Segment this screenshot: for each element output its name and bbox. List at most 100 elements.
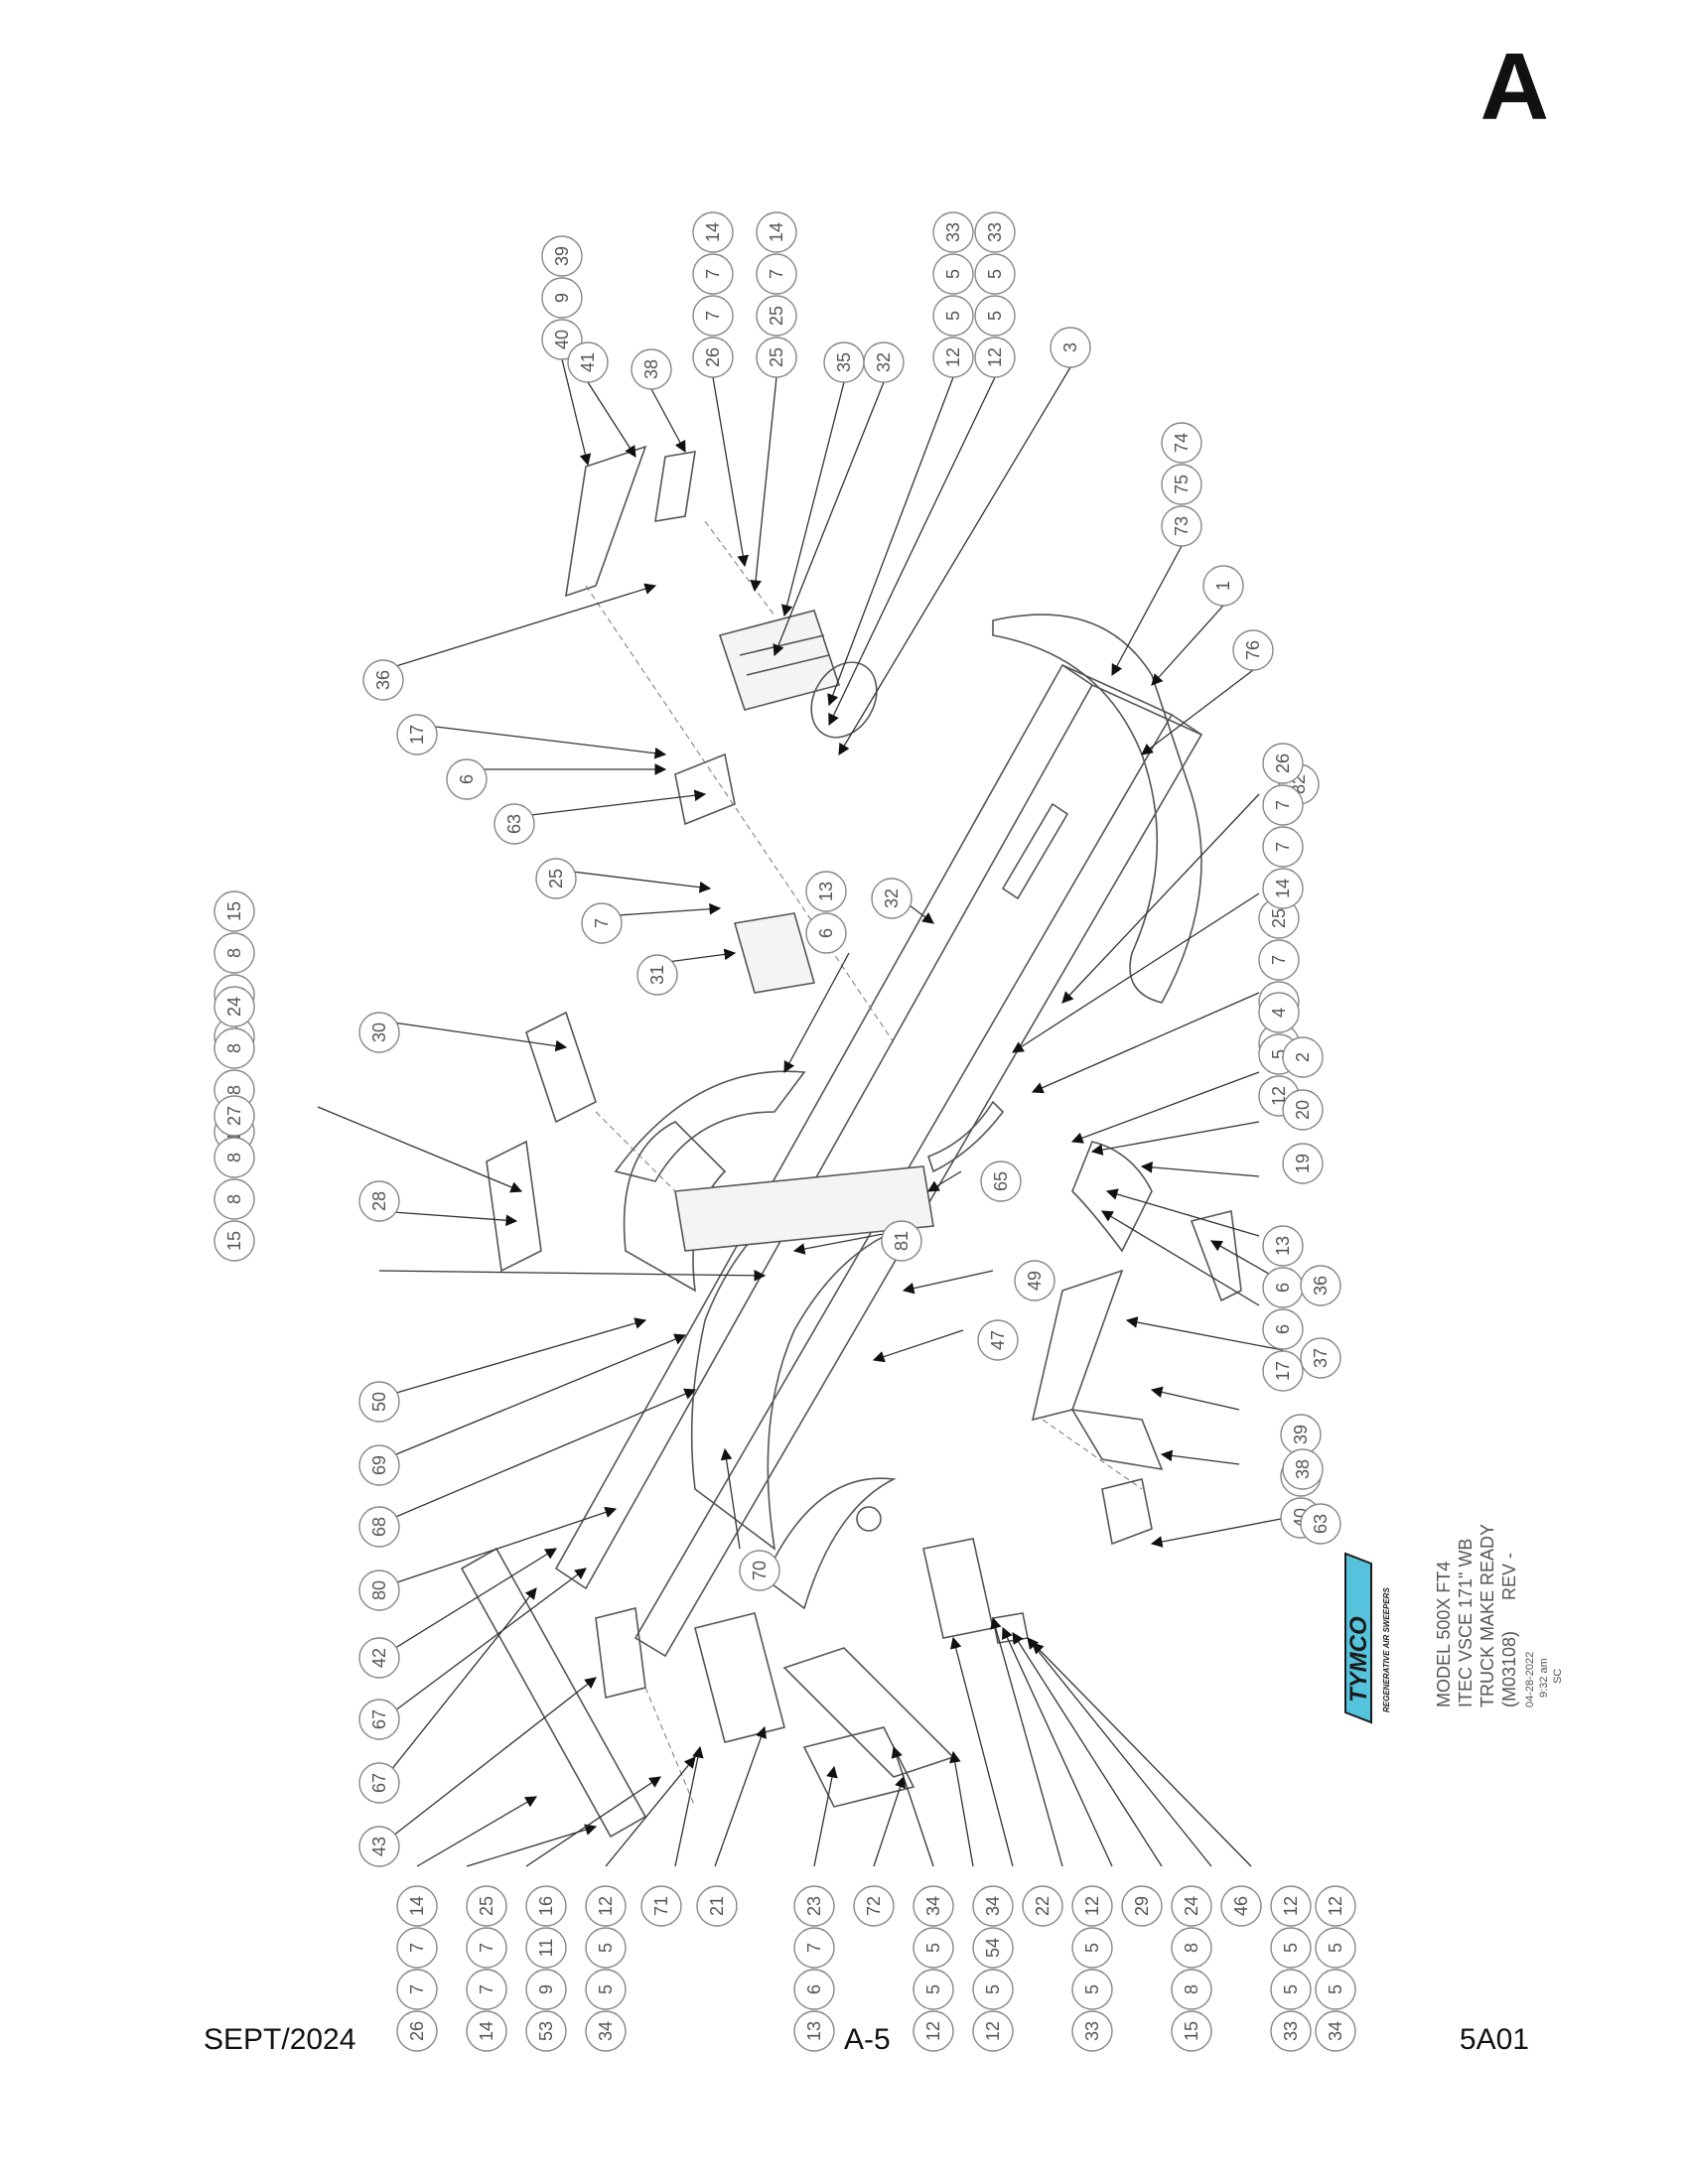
callout-group-c68: 46 (1220, 1885, 1262, 1927)
callout-group-c10: 3 (1050, 327, 1091, 368)
callout-number: 5 (1326, 1984, 1345, 1994)
title-line-make-ready: TRUCK MAKE READY (1477, 1524, 1497, 1707)
callout-balloon (1262, 868, 1304, 909)
callout-balloon (913, 1885, 954, 1927)
callout-balloon (525, 1885, 567, 1927)
callout-balloon (1071, 1927, 1113, 1969)
callout-balloon (805, 871, 847, 912)
callout-balloon (805, 912, 847, 954)
callout-balloon (1262, 1308, 1304, 1350)
callout-number: 14 (703, 222, 723, 242)
assembly-line-3 (595, 1111, 676, 1192)
callout-balloon (932, 211, 974, 253)
callout-number: 4 (1269, 1008, 1289, 1018)
callout-balloon (525, 1969, 567, 2010)
rear-fender-outer (690, 1170, 925, 1551)
callout-balloon (466, 2010, 507, 2052)
callout-balloon (213, 1027, 255, 1069)
title-block: TYMCO REGENERATIVE AIR SWEEPERS MODEL 50… (1344, 1524, 1564, 1724)
callout-number: 7 (407, 1984, 427, 1994)
callout-number: 5 (943, 269, 963, 279)
callout-group-c2: 41 (567, 341, 609, 383)
callout-number: 63 (1311, 1514, 1331, 1534)
callout-number: 43 (369, 1837, 389, 1856)
callout-balloon (213, 890, 255, 932)
callout-balloon (213, 1095, 255, 1137)
callout-number: 7 (703, 311, 723, 321)
callout-number: 8 (1182, 1984, 1201, 1994)
callout-number: 32 (874, 352, 894, 372)
callout-number: 7 (1273, 842, 1293, 852)
callout-balloon (358, 1381, 400, 1423)
footer-doc-code: 5A01 (1459, 2023, 1529, 2056)
callout-number: 25 (546, 869, 566, 888)
callout-number: 7 (477, 1943, 496, 1953)
callout-number: 40 (552, 330, 572, 349)
callout-balloon (1171, 1969, 1212, 2010)
callout-balloon (213, 1220, 255, 1262)
callout-balloon (692, 295, 734, 337)
callout-number: 6 (816, 928, 836, 938)
callout-number: 22 (1033, 1896, 1053, 1916)
callout-balloon (696, 1885, 738, 1927)
callout-number: 17 (1273, 1361, 1293, 1381)
callout-number: 5 (923, 1943, 943, 1953)
tymco-logo: TYMCO REGENERATIVE AIR SWEEPERS (1344, 1552, 1391, 1724)
callout-balloon (1161, 464, 1202, 505)
rear-lower-plate (802, 1726, 915, 1808)
callout-number: 7 (767, 269, 786, 279)
callout-number: 14 (1273, 879, 1293, 898)
callout-balloon (396, 2010, 438, 2052)
callout-number: 1 (1213, 581, 1233, 591)
callout-balloon (863, 341, 905, 383)
callout-number: 25 (477, 1896, 496, 1916)
callout-group-c47: 63 (1300, 1503, 1341, 1545)
exploded-parts-drawing (460, 445, 1242, 1839)
callout-group-c14: 36 (362, 659, 404, 701)
callout-balloon (1300, 1503, 1341, 1545)
callout-number: 74 (1172, 433, 1192, 453)
air-tube (1071, 1141, 1153, 1253)
callout-group-c46: 68 (358, 1506, 400, 1548)
callout-balloon (585, 1885, 627, 1927)
callout-balloon (1014, 1260, 1055, 1301)
callout-balloon (213, 932, 255, 974)
callout-number: 5 (983, 1984, 1003, 1994)
callout-number: 73 (1172, 516, 1192, 536)
callout-number: 9 (552, 293, 572, 303)
callout-group-c50: 42 (358, 1637, 400, 1679)
title-line-model: MODEL 500X FT4 (1434, 1562, 1454, 1707)
callout-group-c20: 7 (581, 902, 623, 944)
callout-number: 37 (1311, 1348, 1331, 1368)
footer-date: SEPT/2024 (204, 2023, 356, 2056)
callout-number: 5 (985, 311, 1005, 321)
callout-number: 14 (767, 222, 786, 242)
callout-number: 71 (651, 1896, 671, 1916)
callout-group-c58: 71 (640, 1885, 682, 1927)
callout-balloon (631, 348, 672, 390)
callout-number: 30 (369, 1023, 389, 1042)
callout-number: 76 (1243, 640, 1263, 660)
callout-number: 5 (923, 1984, 943, 1994)
callout-number: 8 (1182, 1943, 1201, 1953)
callout-group-c15: 17 (396, 714, 438, 755)
callout-number: 35 (834, 352, 854, 372)
fuel-tank (810, 661, 878, 739)
callout-balloon (1315, 1969, 1356, 2010)
callout-balloon (756, 211, 797, 253)
callout-number: 67 (369, 1773, 389, 1793)
callout-balloon (756, 295, 797, 337)
callout-balloon (581, 902, 623, 944)
callout-group-c13: 76 (1232, 629, 1274, 671)
revision-initials: SC (1552, 1669, 1564, 1684)
callout-balloon (362, 659, 404, 701)
wheel-arc (764, 1477, 897, 1610)
callout-number: 42 (369, 1648, 389, 1668)
callout-group-c12: 1 (1202, 565, 1244, 607)
callout-balloon (1282, 1089, 1324, 1131)
callout-number: 8 (224, 1043, 244, 1053)
